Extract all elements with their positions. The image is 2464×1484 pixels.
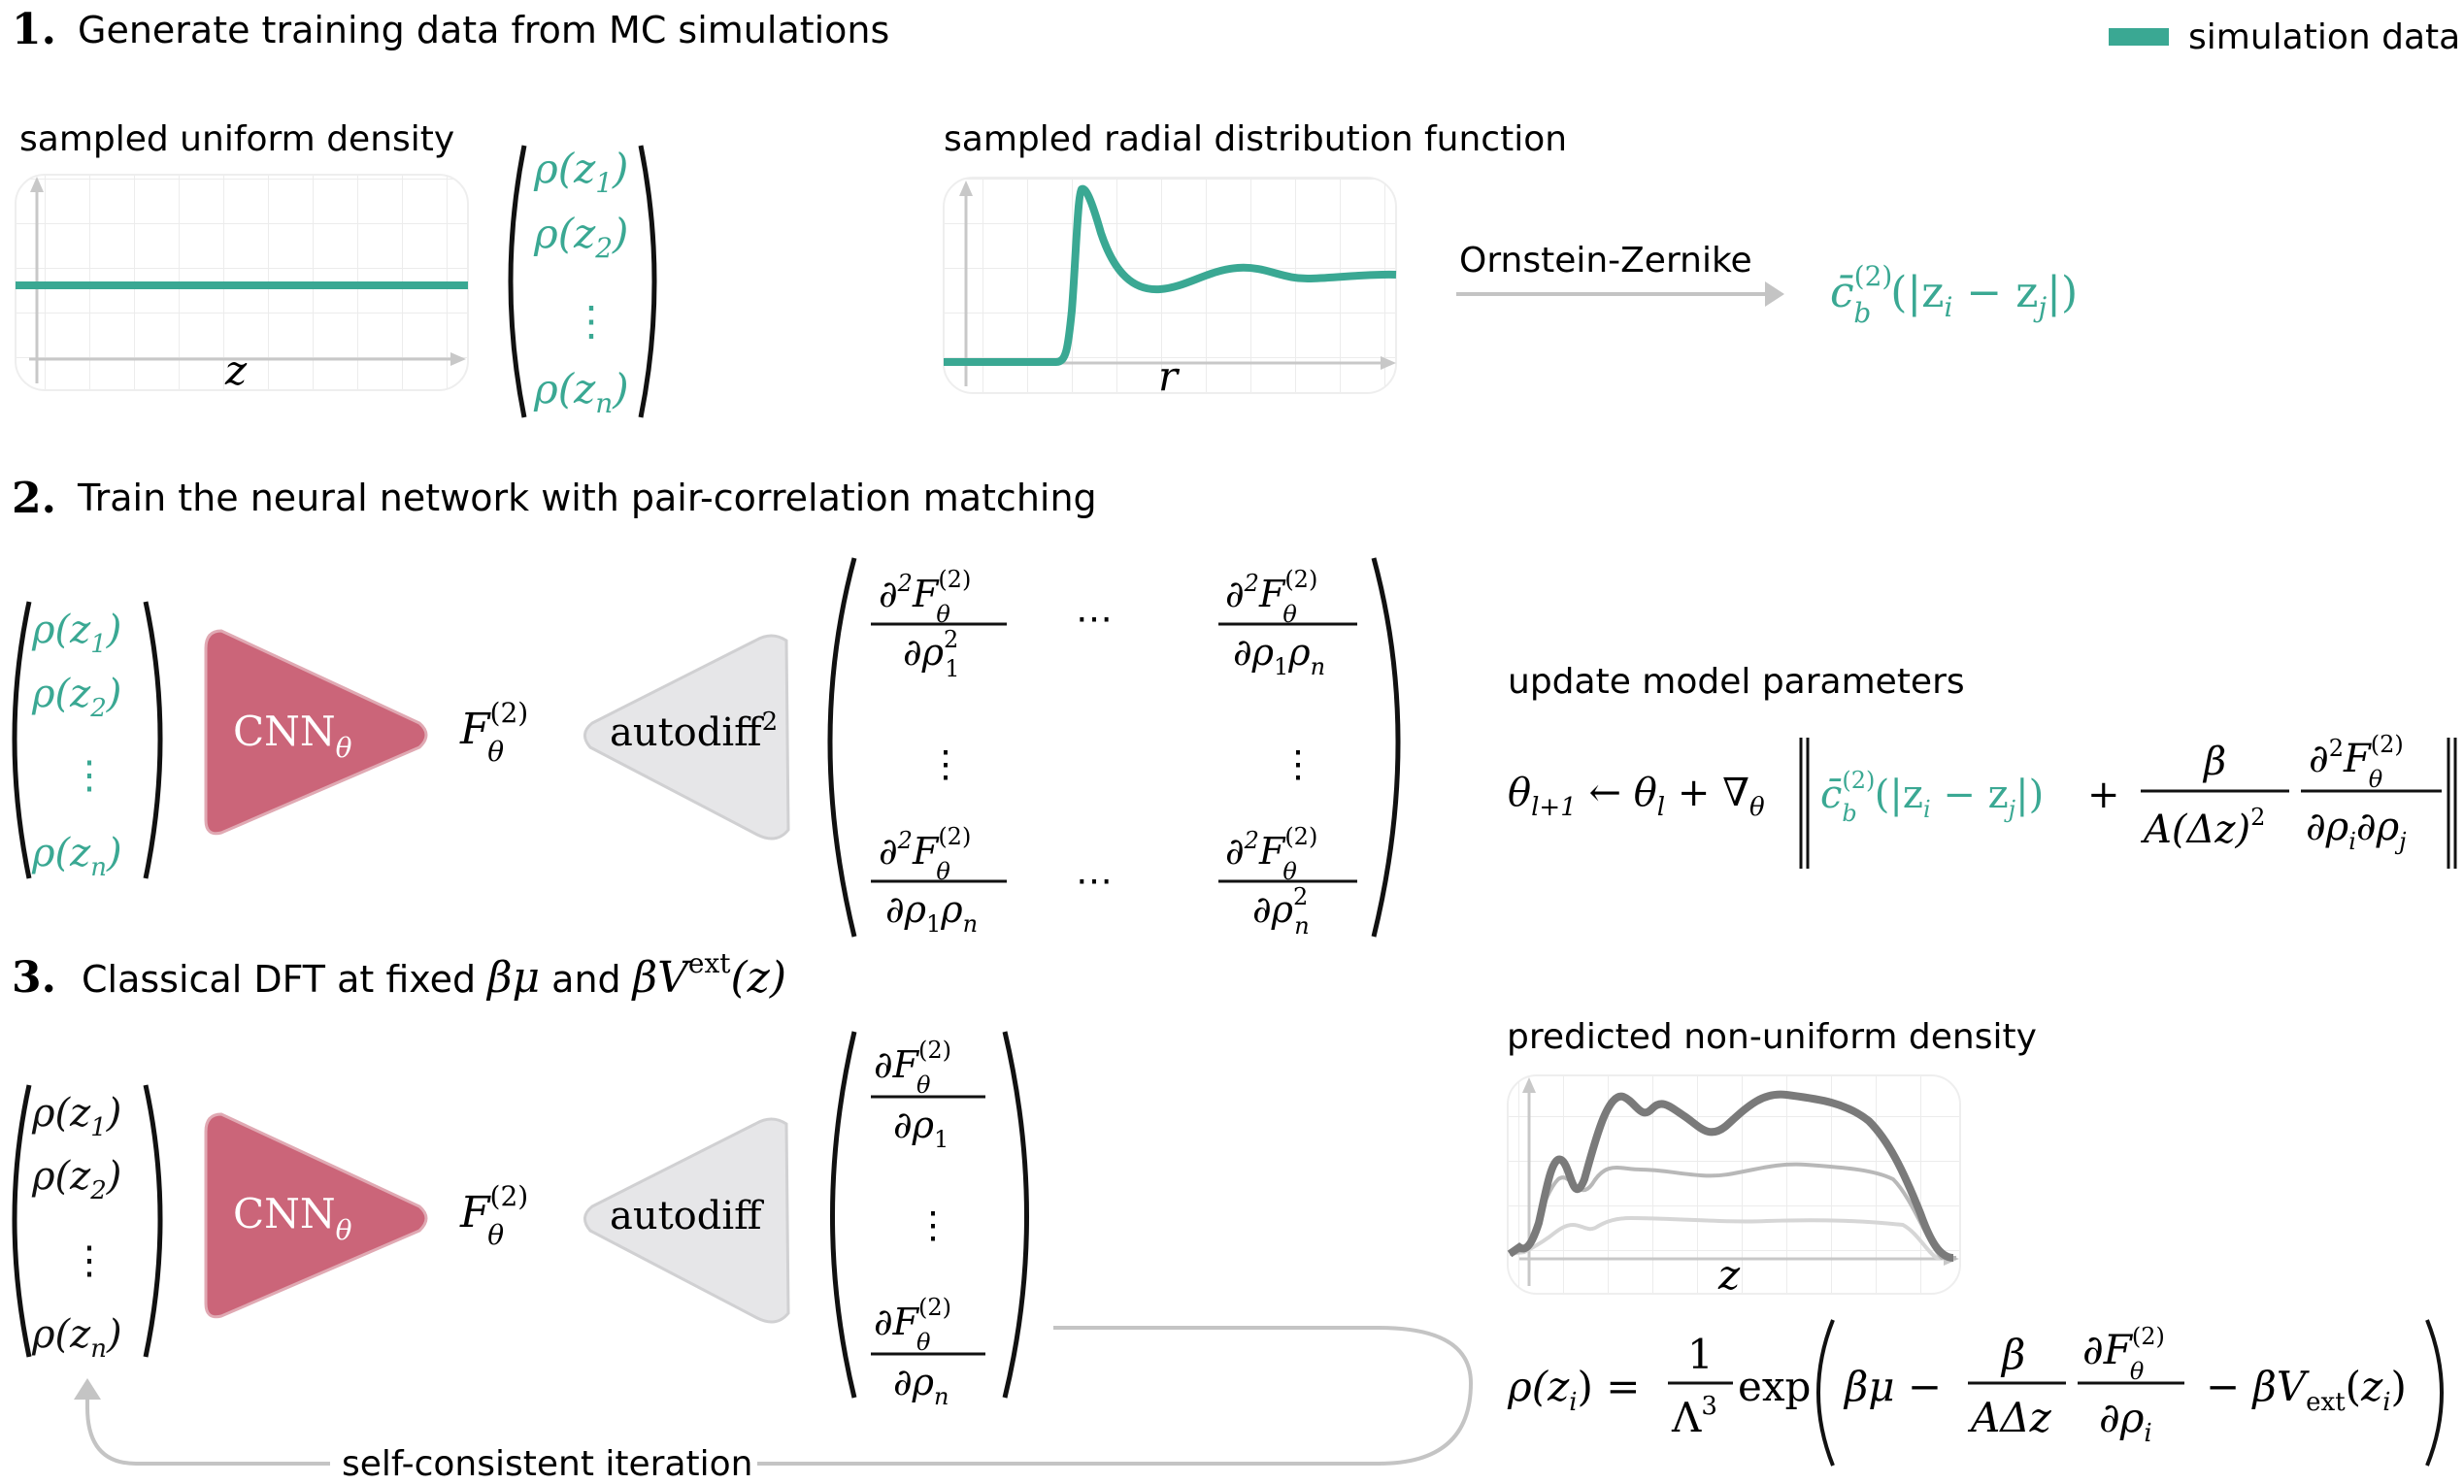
rdf-panel-label: sampled radial distribution function: [944, 119, 1567, 159]
svg-text:∂ρ1ρn: ∂ρ1ρn: [885, 888, 978, 938]
svg-text:ρ(z1): ρ(z1): [31, 608, 121, 659]
step1-number: 1.: [12, 5, 56, 54]
density-vector-step1: ρ(z1) ρ(z2) ⋮ ρ(zn): [508, 145, 657, 419]
svg-text:+: +: [2087, 773, 2120, 817]
density-vector-step2: ρ(z1) ρ(z2) ⋮ ρ(zn): [12, 601, 163, 882]
svg-text:∂F(2)θ: ∂F(2)θ: [874, 1294, 951, 1356]
cnn-block-step3: [204, 1112, 428, 1319]
density-curve-low: [1509, 1215, 1956, 1260]
iteration-arrowhead: [74, 1378, 101, 1400]
svg-text:⋯: ⋯: [1076, 859, 1113, 902]
svg-text:∂2F(2)θ: ∂2F(2)θ: [879, 823, 971, 885]
svg-text:∂ρ2n: ∂ρ2n: [1252, 883, 1310, 940]
free-energy-symbol-step2: F(2)θ: [459, 697, 528, 768]
svg-text:⋮: ⋮: [70, 753, 109, 798]
density-vector-step3: ρ(z1) ρ(z2) ⋮ ρ(zn): [12, 1084, 163, 1364]
svg-text:∂2F(2)θ: ∂2F(2)θ: [1225, 566, 1317, 628]
autodiff2-block: [583, 634, 790, 841]
svg-text:∂ρ1: ∂ρ1: [893, 1104, 949, 1153]
svg-text:⋮: ⋮: [915, 1204, 951, 1246]
step1-title: Generate training data from MC simulatio…: [78, 9, 889, 51]
uniform-density-plot: z: [15, 174, 469, 394]
svg-text:∂2F(2)θ: ∂2F(2)θ: [1225, 823, 1317, 885]
density-curve-mid: [1509, 1162, 1956, 1260]
svg-text:∂ρn: ∂ρn: [893, 1361, 949, 1410]
svg-text:βμ −: βμ −: [1843, 1363, 1942, 1410]
svg-text:⋮: ⋮: [571, 297, 612, 345]
svg-text:1: 1: [1687, 1331, 1714, 1378]
predicted-axis-z: z: [1717, 1251, 1741, 1299]
step3-number: 3.: [12, 953, 56, 1003]
predicted-density-plot: z: [1507, 1074, 1961, 1299]
density-axis-z: z: [224, 346, 248, 394]
free-energy-symbol-step3: F(2)θ: [459, 1180, 528, 1251]
cnn-label-step3: CNNθ: [233, 1190, 352, 1246]
iteration-loop-left: [85, 1398, 330, 1466]
svg-text:β: β: [2000, 1331, 2025, 1378]
step2-title: Train the neural network with pair-corre…: [77, 477, 1097, 519]
autodiff-block: [583, 1117, 790, 1324]
svg-text:ρ(zn): ρ(zn): [533, 365, 629, 419]
svg-text:ρ(z2): ρ(z2): [31, 672, 121, 723]
svg-text:⋮: ⋮: [70, 1238, 109, 1283]
svg-text:− βVext(zi): − βVext(zi): [2206, 1363, 2407, 1417]
svg-text:θl+1 ← θl + ∇θ: θl+1 ← θl + ∇θ: [1508, 771, 1765, 822]
cnn-block-step2: [204, 629, 428, 836]
svg-text:∂2F(2)θ: ∂2F(2)θ: [2309, 731, 2404, 793]
svg-text:ρ(zn): ρ(zn): [31, 1312, 122, 1364]
rdf-axis-r: r: [1158, 352, 1181, 400]
svg-text:∂ρ1ρn: ∂ρ1ρn: [1233, 631, 1325, 680]
svg-text:⋮: ⋮: [1280, 742, 1316, 785]
rdf-plot: r: [943, 177, 1397, 400]
predicted-panel-label: predicted non-uniform density: [1507, 1017, 2037, 1057]
update-rule-equation: θl+1 ← θl + ∇θ c̄(2)b(|zi − zj|) + β A(Δ…: [1508, 731, 2457, 869]
oz-label: Ornstein-Zernike: [1459, 241, 1752, 280]
svg-text:c̄(2)b(|zi − zj|): c̄(2)b(|zi − zj|): [1820, 767, 2044, 827]
svg-text:∂ρi: ∂ρi: [2099, 1394, 2152, 1448]
svg-text:∂2F(2)θ: ∂2F(2)θ: [879, 566, 971, 628]
svg-text:⋮: ⋮: [927, 742, 964, 785]
legend-swatch: [2109, 28, 2169, 46]
svg-text:AΔz: AΔz: [1967, 1394, 2052, 1441]
svg-text:ρ(zi) =: ρ(zi) =: [1507, 1363, 1640, 1417]
autodiff2-label: autodiff2: [610, 708, 778, 755]
legend-label: simulation data: [2188, 17, 2460, 57]
gradient-vector: ∂F(2)θ ∂ρ1 ⋮ ∂F(2)θ ∂ρn: [830, 1031, 1029, 1410]
svg-text:exp: exp: [1738, 1363, 1811, 1410]
svg-text:⋯: ⋯: [1076, 597, 1113, 640]
iteration-loop-right: [757, 1326, 1474, 1466]
svg-text:∂ρ21: ∂ρ21: [903, 626, 960, 682]
svg-text:ρ(z1): ρ(z1): [533, 145, 628, 199]
svg-text:Λ3: Λ3: [1671, 1392, 1717, 1441]
euler-lagrange-equation: ρ(zi) = 1 Λ3 exp βμ − β AΔz ∂F(2)θ ∂ρi −…: [1507, 1319, 2444, 1467]
svg-text:∂ρi∂ρj: ∂ρi∂ρj: [2306, 805, 2407, 855]
svg-text:β: β: [2202, 740, 2226, 784]
loop-label: self-consistent iteration: [342, 1444, 752, 1484]
svg-text:∂F(2)θ: ∂F(2)θ: [874, 1037, 951, 1099]
update-label: update model parameters: [1508, 662, 1965, 702]
svg-text:ρ(z2): ρ(z2): [533, 210, 628, 264]
rdf-curve: [944, 184, 1397, 366]
density-panel-label: sampled uniform density: [19, 119, 454, 159]
direct-correlation-function: c̄(2)b(|zi − zj|): [1830, 260, 2078, 329]
svg-text:ρ(z1): ρ(z1): [31, 1091, 121, 1142]
oz-arrowhead: [1765, 281, 1784, 307]
cnn-label-step2: CNNθ: [233, 708, 352, 764]
density-curve-high: [1507, 1090, 1954, 1262]
svg-text:∂F(2)θ: ∂F(2)θ: [2082, 1323, 2165, 1385]
autodiff-label: autodiff: [610, 1194, 764, 1238]
step2-number: 2.: [12, 474, 56, 523]
svg-text:ρ(zn): ρ(zn): [31, 831, 122, 882]
svg-text:ρ(z2): ρ(z2): [31, 1154, 121, 1205]
svg-text:A(Δz)2: A(Δz)2: [2140, 804, 2265, 852]
